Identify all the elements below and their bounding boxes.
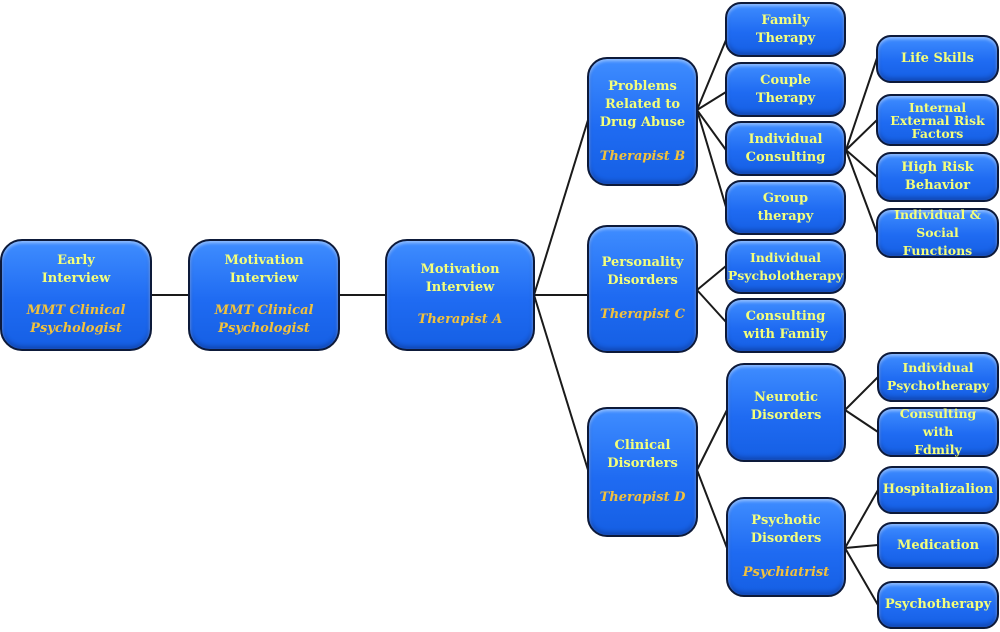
connector-line — [696, 469, 728, 549]
individual-psycholotherapy-box: Individual Psycholotherapy — [725, 239, 846, 294]
risk-factors-box: Internal External Risk Factors — [876, 94, 999, 146]
consulting-with-family-box: Consulting with Family — [725, 298, 846, 353]
motivation-interview-box-1: Motivation Interview MMT Clinical Psycho… — [188, 239, 340, 351]
node-label: Individual Psychotherapy — [886, 360, 990, 393]
node-label: Medication — [896, 537, 980, 553]
life-skills-box: Life Skills — [876, 35, 999, 83]
connector-line — [696, 109, 727, 151]
node-label: Individual & Social Functions — [894, 207, 981, 258]
node-label: Internal External Risk Factors — [890, 99, 985, 141]
node-label: Psychotherapy — [884, 597, 992, 612]
node-role: Therapist A — [417, 312, 503, 327]
node-label: Hospitalizalion — [882, 482, 994, 497]
node-role: MMT Clinical Psychologist — [214, 303, 314, 336]
node-label: Motivation Interview — [224, 253, 304, 286]
high-risk-behavior-box: High Risk Behavior — [876, 152, 999, 202]
family-therapy-box: Family Therapy — [725, 2, 846, 57]
node-label: Problems Related to Drug Abuse — [599, 78, 686, 130]
individual-psychotherapy-box: Individual Psychotherapy — [877, 352, 999, 402]
connector-line — [845, 149, 878, 178]
node-role: Therapist C — [600, 307, 685, 322]
social-functions-box: Individual & Social Functions — [876, 207, 999, 258]
connector-line — [845, 149, 878, 234]
node-role: MMT Clinical Psychologist — [26, 303, 126, 336]
psychotic-disorders-box: Psychotic Disorders Psychiatrist — [726, 497, 846, 597]
connector-line — [844, 547, 879, 606]
connector-line — [844, 376, 879, 411]
motivation-interview-box-2: Motivation Interview Therapist A — [385, 239, 535, 351]
node-label: Consulting with Family — [743, 308, 828, 342]
node-label: Motivation Interview — [420, 262, 500, 295]
connector-line — [696, 409, 728, 471]
node-label: Personality Disorders — [601, 255, 684, 288]
connector-line — [845, 57, 878, 151]
node-label: Early Interview — [41, 253, 111, 286]
node-label: Consulting with Fdmily — [899, 406, 977, 457]
connector-line — [696, 91, 727, 111]
node-label: Group therapy — [757, 190, 814, 224]
connector-line — [696, 109, 727, 208]
node-role: Therapist B — [599, 148, 686, 164]
node-label: Individual Psycholotherapy — [727, 249, 844, 283]
consulting-with-fdmily-box: Consulting with Fdmily — [877, 406, 999, 457]
node-label: Life Skills — [901, 51, 974, 66]
clinical-disorders-box: Clinical Disorders Therapist D — [587, 407, 698, 537]
node-label: Psychotic Disorders — [750, 513, 822, 546]
connector-line — [844, 544, 879, 549]
couple-therapy-box: Couple Therapy — [725, 62, 846, 117]
neurotic-disorders-box: Neurotic Disorders — [726, 363, 846, 462]
connector-line — [533, 119, 589, 296]
medication-box: Medication — [877, 522, 999, 569]
early-interview-box: Early Interview MMT Clinical Psychologis… — [0, 239, 152, 351]
node-label: Couple Therapy — [755, 72, 816, 106]
connector-line — [696, 265, 727, 291]
connector-line — [696, 289, 727, 323]
individual-consulting-box: Individual Consulting — [725, 121, 846, 176]
node-label: Neurotic Disorders — [750, 390, 822, 423]
node-label: Family Therapy — [755, 12, 816, 46]
node-label: High Risk Behavior — [901, 160, 974, 193]
connector-line — [533, 294, 589, 471]
personality-disorders-box: Personality Disorders Therapist C — [587, 225, 698, 353]
connector-line — [845, 119, 878, 151]
hospitalization-box: Hospitalizalion — [877, 466, 999, 514]
node-role: Psychiatrist — [742, 565, 830, 580]
drug-abuse-box: Problems Related to Drug Abuse Therapist… — [587, 57, 698, 186]
connector-line — [844, 409, 879, 433]
connector-line — [696, 39, 727, 111]
group-therapy-box: Group therapy — [725, 180, 846, 235]
node-role: Therapist D — [599, 490, 686, 505]
node-label: Clinical Disorders — [607, 438, 678, 471]
node-label: Individual Consulting — [745, 131, 826, 165]
psychotherapy-box: Psychotherapy — [877, 581, 999, 629]
connector-line — [844, 489, 879, 549]
